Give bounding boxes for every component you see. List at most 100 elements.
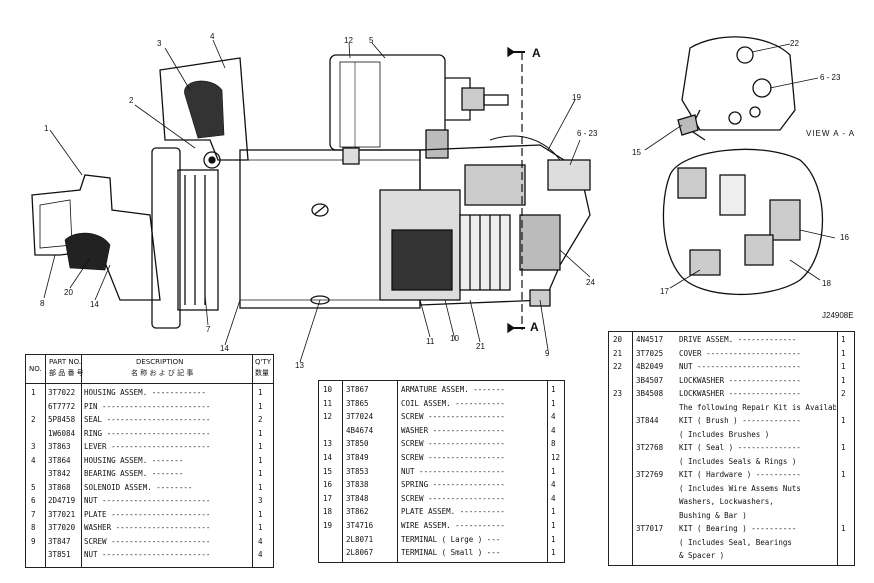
cell-no: 15: [323, 466, 333, 476]
mounting-flange: [151, 147, 181, 329]
cell-qty: 3: [258, 496, 263, 505]
cell-no: 7: [31, 509, 36, 519]
cell-desc: COIL ASSEM. -----------: [401, 398, 505, 408]
cell-desc: SCREW -----------------: [401, 453, 505, 462]
table-row: 11 3T865 COIL ASSEM. ----------- 1: [319, 398, 564, 409]
table-row: & Spacer ): [609, 550, 854, 561]
table-row: ( Includes Seal, Bearings: [609, 537, 854, 548]
cell-desc: NUT ------------------------: [84, 550, 211, 559]
cell-no: 8: [31, 523, 36, 532]
cell-desc: KIT ( Bearing ) ----------: [679, 524, 797, 533]
table-row: 2L8071 TERMINAL ( Large ) ---1: [319, 534, 564, 545]
commutator-end-cutaway: [419, 144, 591, 306]
cell-qty: 1: [551, 398, 556, 408]
callout-13: 13: [295, 361, 304, 370]
cell-desc: HOUSING ASSEM. ------------: [84, 388, 206, 397]
cell-no: 10: [323, 385, 333, 394]
cell-desc: SCREW ----------------------: [84, 536, 211, 546]
cell-part: 3T7025: [636, 348, 664, 358]
cell-part: 1W6084: [48, 428, 76, 438]
cell-no: 20: [613, 335, 623, 344]
solenoid: [329, 54, 446, 151]
cell-no: 5: [31, 482, 36, 492]
view-a-a-end-plate: [681, 36, 796, 131]
callout-2: 2: [129, 96, 134, 105]
cell-part: 3T863: [48, 442, 71, 451]
cell-desc: LOCKWASHER ----------------: [679, 375, 801, 385]
table-row: 2L8067 TERMINAL ( Small ) --- 1: [319, 547, 564, 558]
cell-qty: 8: [551, 439, 556, 449]
cell-no: 12: [323, 412, 333, 422]
cell-no: 9: [31, 536, 36, 546]
cell-qty: 1: [841, 416, 846, 425]
cell-desc: ( Includes Brushes ): [679, 429, 770, 439]
cell-desc: TERMINAL ( Large ) ---: [401, 534, 501, 544]
callout-11: 11: [426, 337, 435, 346]
cell-part: 3T7024: [346, 412, 374, 422]
callout-1: 1: [44, 124, 49, 133]
callout-7: 7: [206, 325, 211, 334]
header-part-no-jp: 部 品 番 号: [49, 369, 84, 377]
cell-qty: 1: [551, 466, 556, 476]
cell-qty: 1: [258, 388, 263, 397]
callout-14-left: 14: [90, 300, 99, 309]
cell-no: 17: [323, 493, 333, 503]
cell-qty: 2: [258, 415, 263, 424]
cell-part: 3T848: [346, 493, 369, 503]
cell-qty: 1: [841, 335, 846, 344]
callout-16: 16: [840, 233, 849, 242]
cell-desc: COVER ---------------------: [679, 348, 801, 358]
callout-4: 4: [210, 32, 215, 41]
cell-part: 3B4508: [636, 389, 664, 398]
cell-desc: Washers, Lockwashers,: [679, 497, 774, 506]
cell-part: 2L8071: [346, 534, 374, 544]
cell-no: 23: [613, 389, 623, 398]
cell-qty: 1: [258, 401, 263, 411]
cell-part: 3T7021: [48, 509, 76, 519]
cell-part: 3T864: [48, 455, 71, 465]
cell-qty: 4: [551, 493, 556, 503]
cell-desc: KIT ( Brush ) -------------: [679, 416, 801, 425]
cell-no: 11: [323, 398, 333, 408]
cell-part: 3T865: [346, 398, 369, 408]
cell-desc: PLATE ----------------------: [84, 509, 211, 519]
cell-desc: LOCKWASHER ----------------: [679, 389, 801, 398]
cell-part: 3T844: [636, 416, 659, 425]
cell-desc: WASHER ----------------: [401, 425, 505, 435]
lever-housing: [159, 57, 249, 161]
cell-qty: 1: [551, 548, 556, 558]
cell-desc: BEARING ASSEM. -------: [84, 469, 184, 478]
cell-no: 19: [323, 521, 333, 530]
cell-part: 5P8458: [48, 415, 76, 424]
table-row: 23 3B4508 LOCKWASHER ---------------- 2: [609, 388, 854, 399]
table-row: Washers, Lockwashers,: [609, 496, 854, 507]
cell-desc: SOLENOID ASSEM. --------: [84, 482, 193, 492]
callout-14-bottom: 14: [220, 344, 229, 353]
callout-6-23-view: 6 - 23: [820, 73, 841, 82]
cell-qty: 2: [841, 389, 846, 398]
cell-desc: DRIVE ASSEM. -------------: [679, 335, 797, 344]
cell-part: 3T867: [346, 385, 369, 394]
cell-part: 2D4719: [48, 496, 76, 505]
cell-desc: NUT -------------------: [401, 466, 505, 476]
cell-qty: 1: [258, 523, 263, 532]
header-part-no: PART NO.: [49, 358, 82, 366]
callout-19: 19: [572, 93, 581, 102]
cell-desc: TERMINAL ( Small ) ---: [401, 548, 501, 558]
callout-21: 21: [476, 342, 485, 351]
cell-qty: 4: [551, 480, 556, 490]
cell-part: 2L8067: [346, 548, 374, 558]
callout-17: 17: [660, 287, 669, 296]
drawing-id: J24908E: [822, 311, 854, 320]
